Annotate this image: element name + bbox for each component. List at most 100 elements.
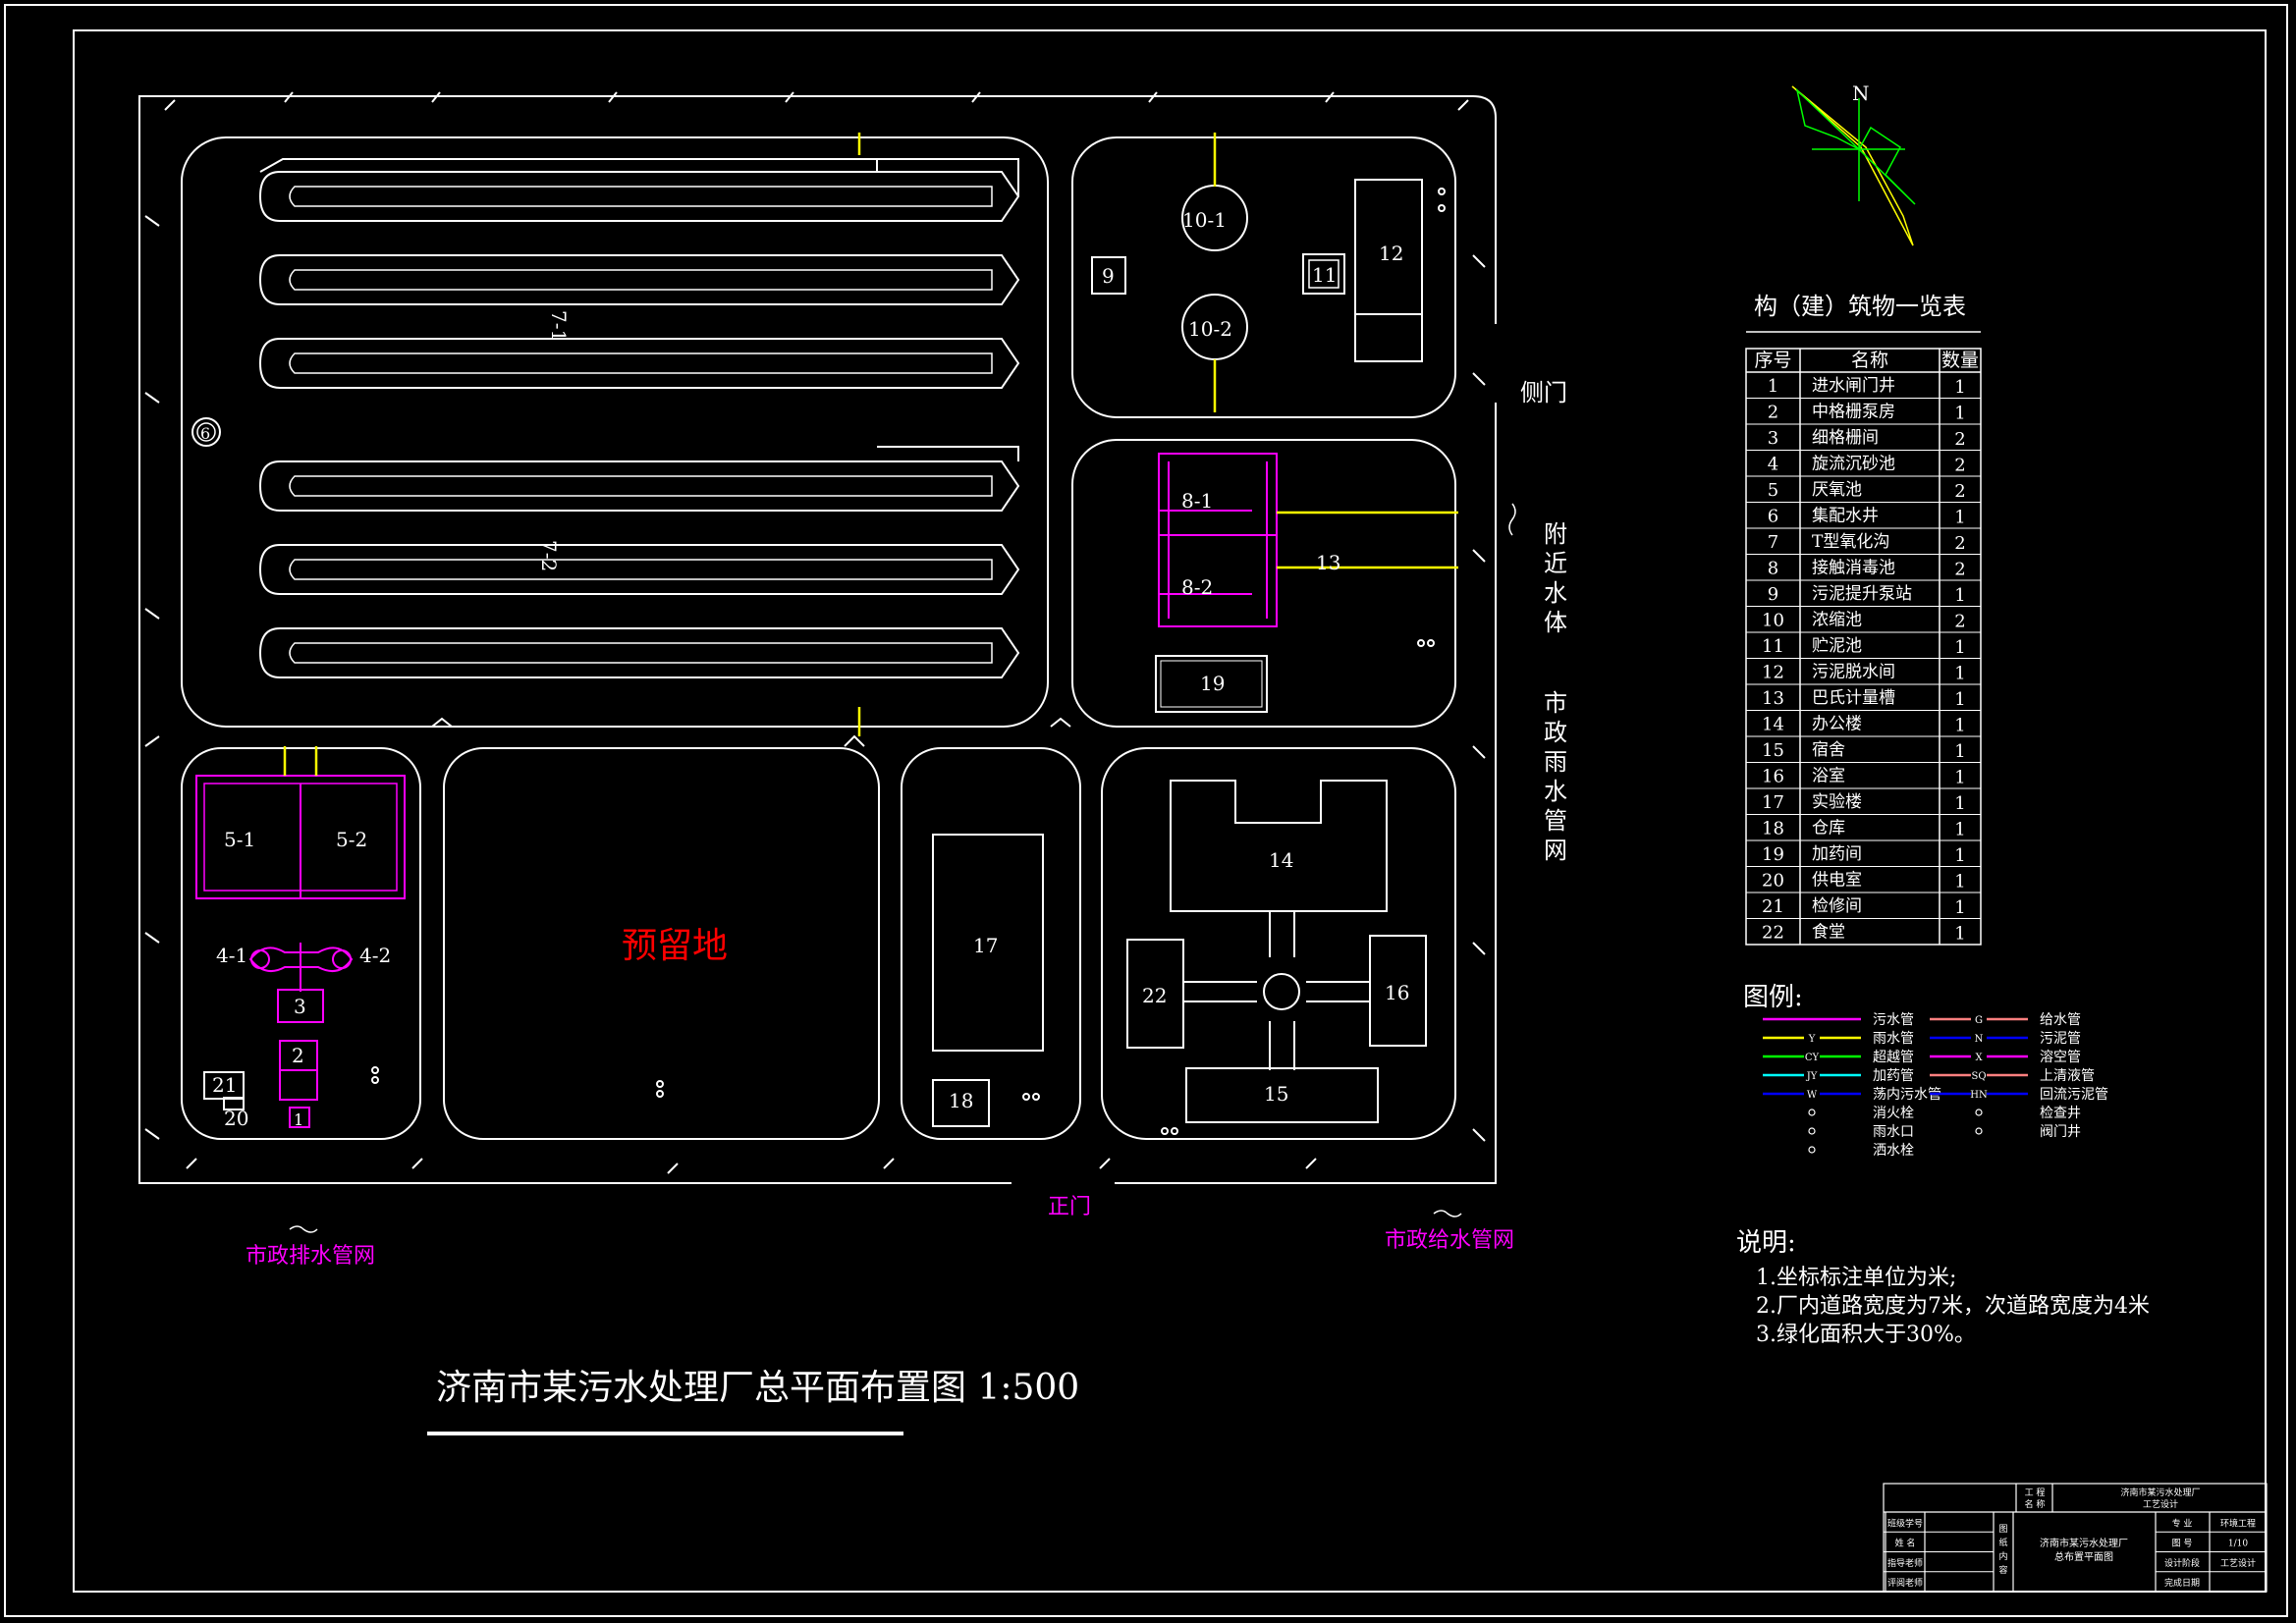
table-cell-qty: 2 bbox=[1954, 533, 1965, 554]
legend-label: 荡内污水管 bbox=[1873, 1087, 1941, 1103]
table-cell-qty: 1 bbox=[1954, 872, 1965, 893]
table-cell-no: 2 bbox=[1768, 403, 1778, 423]
tb-left-row: 班级学号 bbox=[1887, 1517, 1923, 1529]
label-11: 11 bbox=[1312, 263, 1337, 287]
label-3: 3 bbox=[294, 995, 306, 1018]
table-cell-no: 13 bbox=[1762, 688, 1784, 709]
table-cell-no: 16 bbox=[1762, 767, 1784, 787]
tb-content-label: 容 bbox=[1998, 1564, 2007, 1576]
table-cell-qty: 2 bbox=[1954, 560, 1965, 580]
label-4-2: 4-2 bbox=[359, 944, 391, 967]
table-header: 序号 bbox=[1754, 350, 1791, 371]
vertical-char: 体 bbox=[1544, 609, 1567, 636]
tb-left-row: 姓 名 bbox=[1895, 1538, 1916, 1549]
table-cell-name: T型氧化沟 bbox=[1812, 532, 1889, 552]
vertical-char: 附 bbox=[1544, 520, 1567, 548]
legend-label: 消火栓 bbox=[1873, 1106, 1914, 1121]
table-cell-qty: 1 bbox=[1954, 716, 1965, 736]
table-cell-qty: 1 bbox=[1954, 768, 1965, 788]
label-thickener-10-2: 10-2 bbox=[1188, 317, 1232, 341]
label-20: 20 bbox=[224, 1107, 248, 1130]
table-cell-no: 7 bbox=[1768, 532, 1778, 553]
table-cell-name: 仓库 bbox=[1812, 819, 1845, 839]
table-cell-name: 浴室 bbox=[1812, 767, 1845, 786]
tb-project-label: 工 程 bbox=[2025, 1488, 2046, 1498]
main-gate-label: 正门 bbox=[1048, 1195, 1091, 1219]
legend-label: 污泥管 bbox=[2040, 1031, 2081, 1047]
vertical-char: 水 bbox=[1544, 579, 1567, 607]
label-thickener-10-1: 10-1 bbox=[1182, 208, 1227, 232]
dewatering-house-12 bbox=[1354, 179, 1423, 362]
legend-label: 上清液管 bbox=[2040, 1068, 2095, 1084]
table-cell-qty: 1 bbox=[1954, 793, 1965, 814]
table-cell-qty: 1 bbox=[1954, 664, 1965, 684]
table-cell-name: 加药间 bbox=[1812, 844, 1862, 864]
label-12: 12 bbox=[1379, 242, 1403, 265]
note-1: 1.坐标标注单位为米; bbox=[1756, 1266, 1956, 1290]
legend-label: 加药管 bbox=[1873, 1068, 1914, 1084]
label-2: 2 bbox=[292, 1044, 304, 1067]
legend-code: N bbox=[1975, 1034, 1984, 1045]
tb-right-key: 完成日期 bbox=[2164, 1577, 2200, 1589]
table-cell-no: 20 bbox=[1762, 871, 1784, 892]
label-16: 16 bbox=[1385, 981, 1409, 1004]
roundabout bbox=[1263, 973, 1300, 1010]
table-cell-name: 细格栅间 bbox=[1812, 428, 1879, 448]
outer-frame bbox=[4, 4, 2288, 1617]
tb-right-val: 环境工程 bbox=[2220, 1517, 2256, 1529]
table-cell-name: 巴氏计量槽 bbox=[1812, 688, 1895, 708]
legend-code: G bbox=[1975, 1015, 1983, 1026]
legend-label: 回流污泥管 bbox=[2040, 1087, 2108, 1103]
table-cell-no: 10 bbox=[1762, 611, 1784, 631]
table-cell-name: 食堂 bbox=[1812, 923, 1845, 943]
table-cell-name: 中格栅泵房 bbox=[1812, 403, 1895, 422]
legend-code: SQ bbox=[1971, 1071, 1986, 1082]
legend-title: 图例: bbox=[1743, 983, 1803, 1012]
block-pretreatment bbox=[181, 747, 421, 1140]
tb-right-key: 图 号 bbox=[2172, 1539, 2193, 1549]
table-cell-qty: 1 bbox=[1954, 689, 1965, 710]
table-header: 数量 bbox=[1941, 350, 1979, 371]
bathroom-16 bbox=[1369, 935, 1427, 1047]
table-cell-qty: 1 bbox=[1954, 845, 1965, 866]
table-cell-name: 实验楼 bbox=[1812, 792, 1862, 812]
legend-marker bbox=[1808, 1109, 1816, 1116]
north-label: N bbox=[1852, 81, 1870, 105]
legend-label: 阀门井 bbox=[2040, 1124, 2081, 1140]
table-cell-qty: 1 bbox=[1954, 508, 1965, 528]
label-1: 1 bbox=[294, 1110, 303, 1129]
label-17: 17 bbox=[973, 934, 998, 957]
table-cell-qty: 2 bbox=[1954, 456, 1965, 476]
tb-content: 总布置平面图 bbox=[2054, 1550, 2113, 1563]
legend-label: 检查井 bbox=[2040, 1106, 2081, 1121]
storm-pipes bbox=[283, 133, 1458, 776]
block-disinfection bbox=[1071, 439, 1456, 728]
vertical-char: 政 bbox=[1544, 719, 1567, 746]
label-8-2: 8-2 bbox=[1181, 575, 1213, 599]
label-5-2: 5-2 bbox=[336, 828, 367, 851]
table-cell-qty: 1 bbox=[1954, 924, 1965, 945]
legend-code: X bbox=[1975, 1053, 1983, 1063]
block-office bbox=[1101, 747, 1456, 1140]
table-cell-no: 4 bbox=[1768, 455, 1778, 475]
north-arrow-icon bbox=[1791, 85, 1916, 246]
warehouse-18 bbox=[932, 1079, 990, 1127]
site-boundary bbox=[138, 95, 1497, 1184]
table-cell-no: 3 bbox=[1768, 428, 1778, 449]
tb-content-label: 内 bbox=[1998, 1550, 2007, 1562]
table-header: 名称 bbox=[1851, 350, 1888, 371]
block-oxidation-ditches bbox=[181, 136, 1049, 728]
sludge-storage-11 bbox=[1302, 253, 1345, 295]
table-cell-name: 接触消毒池 bbox=[1812, 559, 1895, 578]
tb-left-row: 指导老师 bbox=[1887, 1557, 1923, 1569]
internal-roads bbox=[1183, 911, 1370, 1070]
table-cell-no: 14 bbox=[1762, 715, 1784, 735]
table-cell-name: 贮泥池 bbox=[1812, 636, 1862, 656]
legend-code: Y bbox=[1808, 1034, 1816, 1045]
table-cell-name: 宿舍 bbox=[1812, 740, 1845, 760]
legend-code: JY bbox=[1806, 1071, 1818, 1082]
legend-label: 超越管 bbox=[1873, 1050, 1914, 1065]
table-cell-name: 污泥提升泵站 bbox=[1812, 584, 1912, 604]
